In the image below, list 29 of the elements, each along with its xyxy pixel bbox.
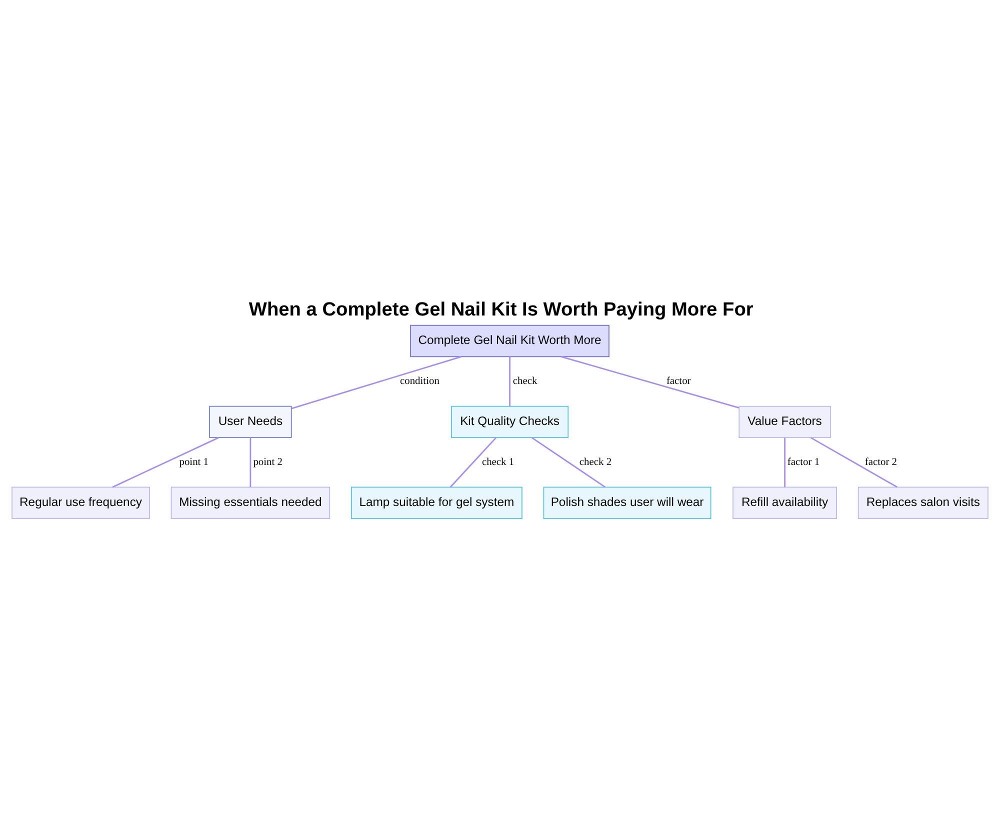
edge-label: point 2 xyxy=(253,456,283,468)
diagram-title: When a Complete Gel Nail Kit Is Worth Paying More For xyxy=(248,298,754,320)
edge-label: check 1 xyxy=(482,456,514,468)
connector xyxy=(532,436,606,488)
node-box: Regular use frequency xyxy=(12,486,150,518)
connector xyxy=(250,437,252,487)
node-box: User Needs xyxy=(209,405,292,438)
connector xyxy=(784,437,786,487)
node-box: Missing essentials needed xyxy=(170,486,330,518)
node-box: Lamp suitable for gel system xyxy=(350,486,522,518)
edge-label: check xyxy=(512,376,538,387)
connector xyxy=(112,436,219,488)
edge-label: factor xyxy=(666,376,691,387)
edge-label: point 1 xyxy=(179,456,209,468)
node-box: Complete Gel Nail Kit Worth More xyxy=(410,324,610,357)
edge-label: condition xyxy=(400,376,440,387)
connector xyxy=(561,356,740,408)
node-box: Replaces salon visits xyxy=(858,486,988,518)
connector xyxy=(450,436,497,488)
node-box: Value Factors xyxy=(738,405,831,438)
edge-label: check 2 xyxy=(579,456,612,468)
node-box: Refill availability xyxy=(732,486,837,518)
edge-label: factor 2 xyxy=(864,456,898,468)
connector xyxy=(509,356,510,406)
connector xyxy=(291,356,462,409)
connector xyxy=(810,436,898,488)
edge-label: factor 1 xyxy=(787,456,820,468)
node-box: Polish shades user will wear xyxy=(543,486,712,518)
node-box: Kit Quality Checks xyxy=(451,405,569,438)
